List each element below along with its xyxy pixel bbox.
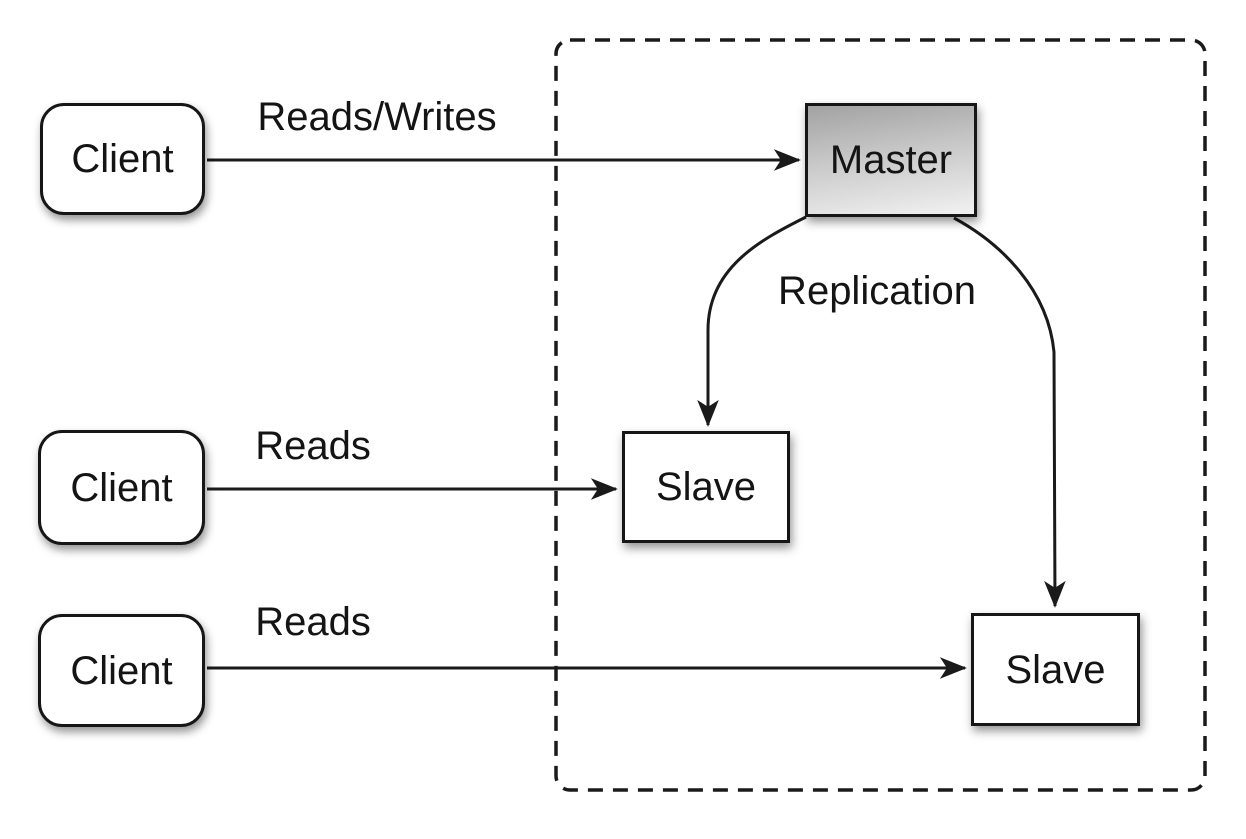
client-1-label: Client	[71, 137, 174, 181]
edge-label-reads-writes: Reads/Writes	[257, 95, 497, 139]
slave-2-label: Slave	[1005, 647, 1106, 692]
edge-label-reads-2: Reads	[255, 424, 371, 468]
slave-2-node: Slave	[971, 613, 1140, 726]
edge-label-replication: Replication	[778, 269, 976, 313]
master-label: Master	[829, 138, 953, 182]
client-1-node: Client	[40, 103, 205, 215]
edge-label-reads-3: Reads	[255, 600, 371, 644]
client-2-node: Client	[38, 430, 205, 545]
client-2-label: Client	[70, 465, 173, 510]
master-node: Master	[805, 103, 977, 217]
slave-1-label: Slave	[655, 465, 757, 509]
edge-master-to-slave1	[697, 215, 807, 427]
client-3-label: Client	[70, 648, 173, 693]
slave-1-node: Slave	[622, 431, 790, 543]
client-3-node: Client	[38, 614, 205, 727]
